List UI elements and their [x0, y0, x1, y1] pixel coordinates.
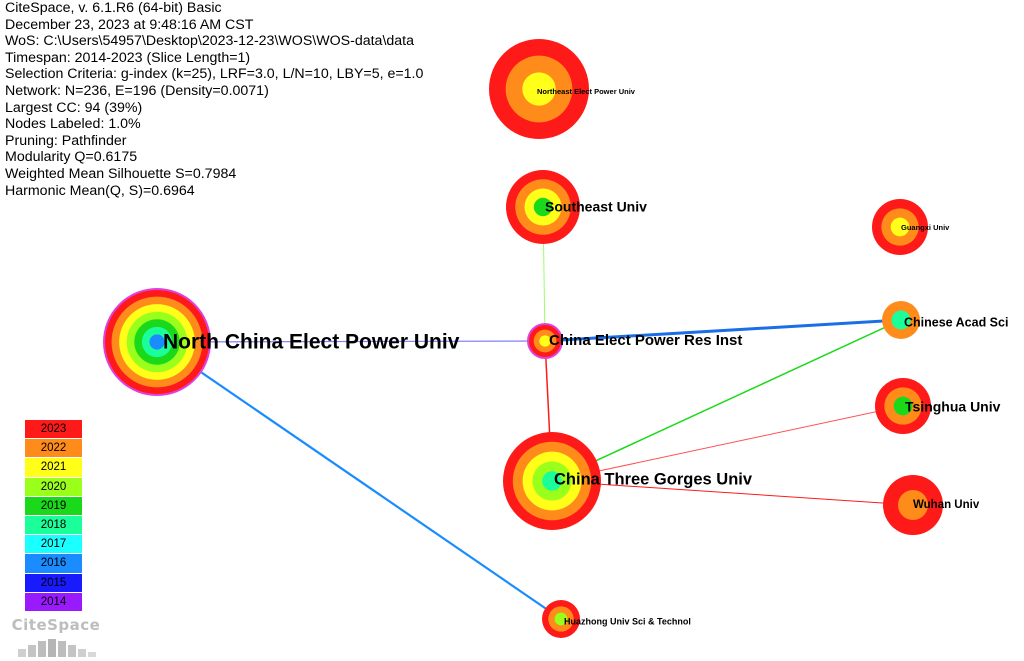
node-gxu[interactable]: [872, 199, 928, 255]
link-ncepu-cepri: [156, 340, 546, 343]
info-line: WoS: C:\Users\54957\Desktop\2023-12-23\W…: [5, 33, 414, 50]
legend-entry: 2020: [25, 477, 82, 497]
legend-entry: 2022: [25, 439, 82, 459]
info-line: Harmonic Mean(Q, S)=0.6964: [5, 182, 195, 199]
info-line: Selection Criteria: g-index (k=25), LRF=…: [5, 66, 424, 83]
info-line: December 23, 2023 at 9:48:16 AM CST: [5, 16, 254, 33]
legend-entry: 2018: [25, 515, 82, 536]
legend-entry: 2021: [25, 458, 82, 478]
node-cas[interactable]: [882, 301, 920, 339]
node-ring: [898, 490, 928, 520]
node-ring: [891, 310, 911, 330]
year-legend: 2023 2022 2021 2020 2019 2018 2017 2016 …: [25, 420, 82, 612]
info-line: Pruning: Pathfinder: [5, 132, 127, 149]
legend-entry: 2017: [25, 535, 82, 555]
labels-layer: North China Elect Power Univ Northeast El…: [163, 87, 1008, 626]
node-ring: [522, 72, 556, 106]
info-line: CiteSpace, v. 6.1.R6 (64-bit) Basic: [5, 0, 222, 16]
node-label-hust: Huazhong Univ Sci & Technol: [564, 616, 691, 626]
nodes-layer: [103, 39, 943, 638]
node-label-whu: Wuhan Univ: [913, 499, 980, 511]
node-ring: [533, 197, 553, 217]
legend-entry: 2019: [25, 496, 82, 516]
legend-entry: 2023: [25, 420, 82, 440]
node-whu[interactable]: [883, 475, 943, 535]
node-ring: [890, 217, 910, 237]
link-ctgu-thu: [551, 405, 904, 482]
node-ncepu[interactable]: [103, 288, 211, 396]
info-line: Largest CC: 94 (39%): [5, 99, 143, 116]
node-seu[interactable]: [506, 170, 580, 244]
logo-text: CiteSpace: [11, 616, 101, 634]
node-thu[interactable]: [875, 378, 931, 434]
links-layer: [156, 206, 914, 620]
legend-entry: 2016: [25, 554, 82, 574]
node-cepri[interactable]: [527, 323, 563, 359]
info-line: Timespan: 2014-2023 (Slice Length=1): [5, 49, 251, 66]
info-line: Network: N=236, E=196 (Density=0.0071): [5, 82, 269, 99]
node-label-cepri: China Elect Power Res Inst: [549, 332, 742, 349]
legend-entry: 2015: [25, 573, 82, 593]
link-cepri-cas: [544, 318, 902, 343]
link-ncepu-hust: [156, 341, 562, 620]
info-line: Modularity Q=0.6175: [5, 149, 138, 166]
info-line: Nodes Labeled: 1.0%: [5, 116, 141, 133]
info-line: Weighted Mean Silhouette S=0.7984: [5, 165, 237, 182]
legend-entry: 2014: [25, 592, 82, 612]
node-ring: [542, 471, 562, 491]
node-label-thu: Tsinghua Univ: [905, 399, 1001, 415]
logo-bars-icon: [18, 639, 96, 657]
link-ctgu-cas: [551, 319, 902, 482]
node-label-gxu: Guangxi Univ: [901, 223, 950, 232]
node-ring: [539, 335, 551, 347]
citespace-logo: CiteSpace: [10, 612, 102, 658]
node-ring: [149, 334, 165, 350]
info-panel: CiteSpace, v. 6.1.R6 (64-bit) Basic Dece…: [5, 0, 423, 199]
node-label-cas: Chinese Acad Sci: [904, 315, 1008, 329]
link-ctgu-whu: [551, 480, 914, 506]
node-label-ncepu: North China Elect Power Univ: [163, 331, 460, 354]
node-ctgu[interactable]: [503, 432, 601, 530]
node-label-seu: Southeast Univ: [545, 199, 647, 215]
node-hust[interactable]: [542, 600, 580, 638]
node-ring: [893, 396, 913, 416]
node-label-neepu: Northeast Elect Power Univ: [537, 87, 636, 96]
node-neepu[interactable]: [489, 39, 589, 139]
node-label-ctgu: China Three Gorges Univ: [554, 470, 753, 488]
node-ring: [554, 612, 568, 626]
